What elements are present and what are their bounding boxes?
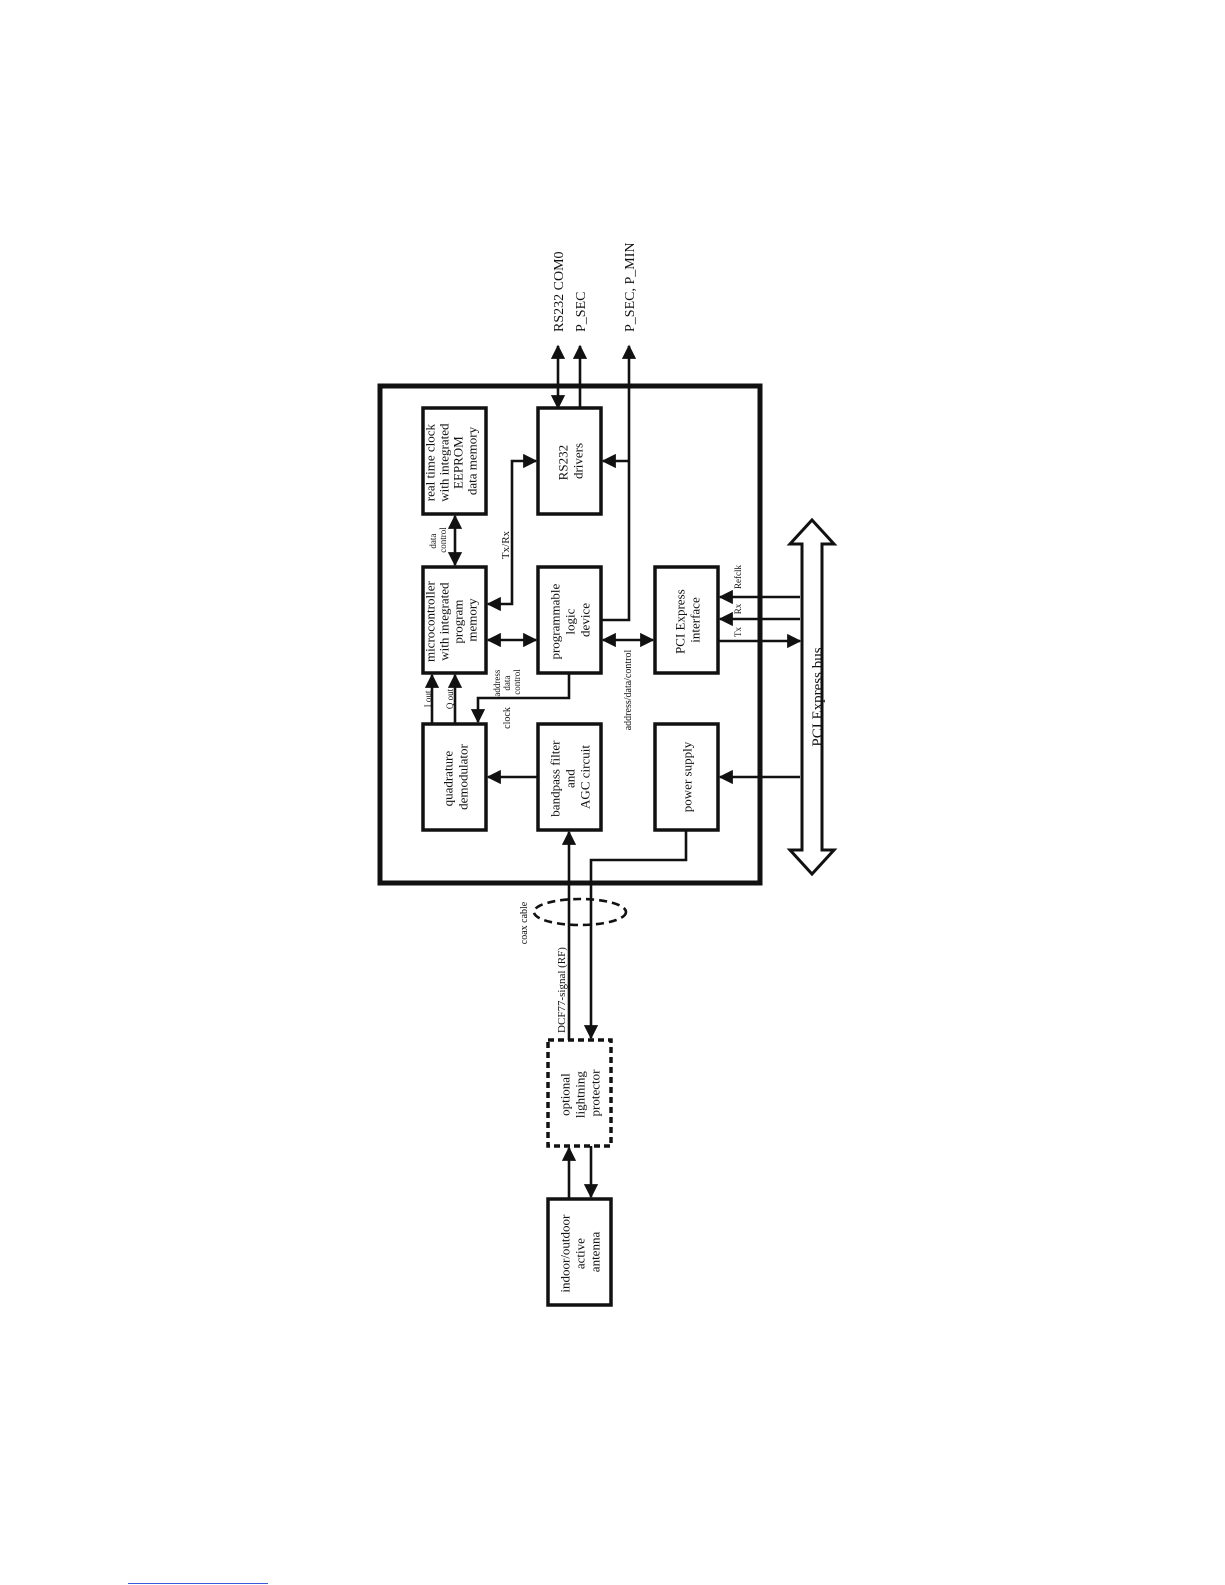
- pld-label: programmable logic device: [548, 580, 593, 659]
- address-data-control-label: address/data/control: [623, 650, 634, 731]
- output-com0-label: RS232 COM0: [552, 251, 567, 332]
- clock-arrow: [470, 673, 571, 724]
- i-out-label: I out: [423, 690, 433, 707]
- lightning-protector-label: optional lightning protector: [558, 1068, 603, 1118]
- microcontroller-label: microcontroller with integrated program …: [423, 578, 480, 662]
- pcie-interface-label: PCI Express interface: [673, 586, 703, 654]
- clock-label: clock: [502, 707, 513, 729]
- antenna-box: [546, 1197, 613, 1307]
- lightning-protector-box: [546, 1038, 613, 1148]
- data-control-label: data control: [428, 527, 448, 553]
- pcie-bus: [786, 517, 838, 877]
- pld-box: [536, 565, 603, 675]
- output-psec-label: P_SEC: [574, 292, 589, 332]
- power-feed-arrow: [583, 830, 688, 1040]
- microcontroller-box: [421, 565, 488, 675]
- bandpass-filter-label: bandpass filter and AGC circuit: [548, 737, 593, 816]
- txrx-arrow: [486, 453, 538, 612]
- psec-pmin-arrow: [601, 344, 637, 622]
- txrx-label: Tx/Rx: [500, 530, 512, 559]
- tx-label: Tx: [733, 627, 743, 637]
- rtc-label: real time clock with integrated EEPROM d…: [423, 420, 480, 502]
- rs232-drivers-box: [536, 406, 603, 516]
- footer-rule: [128, 1583, 268, 1584]
- rs232-drivers-label: RS232 drivers: [556, 442, 586, 481]
- quadrature-demodulator-box: [421, 722, 488, 832]
- output-psec-pmin-label: P_SEC, P_MIN: [623, 243, 638, 332]
- power-supply-label: power supply: [680, 741, 695, 812]
- antenna-label: indoor/outdoor active antenna: [558, 1211, 603, 1292]
- q-out-label: Q out: [445, 688, 455, 709]
- dcf77-signal-label: DCF77-signal (RF): [556, 947, 568, 1033]
- rx-label: Rx: [733, 603, 743, 614]
- power-supply-box: [653, 722, 720, 832]
- addr-data-control-label: address data control: [492, 667, 522, 696]
- pcie-bus-label: PCI Express bus: [810, 647, 826, 746]
- coax-cable-label: coax cable: [519, 901, 530, 944]
- quadrature-demodulator-label: quadrature demodulator: [441, 743, 471, 809]
- refclk-label: Refclk: [733, 565, 743, 589]
- pcie-interface-box: [653, 565, 720, 675]
- coax-cable-marker: [532, 897, 628, 927]
- rtc-box: [421, 406, 488, 516]
